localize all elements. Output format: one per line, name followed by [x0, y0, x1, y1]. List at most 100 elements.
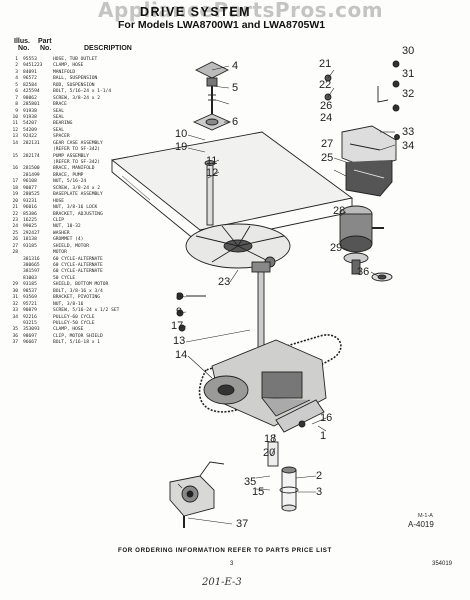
part-description: CLAMP, HOSE — [53, 327, 84, 333]
illus-number: 21 — [12, 205, 18, 211]
column-header-part-no: No. — [40, 45, 52, 52]
part-number: 85386 — [23, 211, 37, 217]
illus-number: 29 — [12, 282, 18, 288]
callout-28: 28 — [333, 205, 346, 217]
callout-35: 35 — [244, 476, 257, 488]
callout-10: 10 — [175, 128, 188, 140]
callout-34: 34 — [402, 140, 415, 152]
illus-number: 33 — [12, 308, 18, 314]
part-description: NUT, 5/16-24 — [53, 179, 87, 185]
callout-3: 3 — [316, 486, 323, 498]
callout-14: 14 — [175, 349, 188, 361]
part-number: 91938 — [23, 114, 37, 120]
illus-number: 20 — [12, 198, 18, 204]
part-number: 425594 — [23, 89, 40, 95]
part-description: 60 CYCLE-ALTERNATE — [53, 269, 103, 275]
illus-number: 14 — [12, 140, 18, 146]
part-description: WASHER — [53, 230, 70, 236]
part-description: SEAL — [53, 114, 65, 120]
part-number: 84091 — [23, 69, 37, 75]
parts-list-row: (REFER TO SF-342) — [8, 160, 150, 166]
callout-5: 5 — [232, 82, 239, 94]
part-description: BRACE — [53, 102, 67, 108]
illus-number: 11 — [12, 121, 18, 127]
part-description: PULLEY-60 CYCLE — [53, 314, 95, 320]
figure-small-ref: M-1-A — [418, 513, 433, 519]
illus-number: 9 — [15, 108, 18, 114]
part-number: 381316 — [23, 256, 40, 262]
part-description: (REFER TO SF-342) — [53, 147, 101, 153]
parts-list-row: 22 85386 BRACKET, ADJUSTING — [8, 212, 150, 218]
part-number: 16225 — [23, 217, 37, 223]
illus-number: 22 — [12, 211, 18, 217]
part-description: SEAL — [53, 127, 65, 133]
part-description: SEAL — [53, 108, 65, 114]
part-description: HOSE — [53, 198, 65, 204]
part-number: 93569 — [23, 295, 37, 301]
illus-number: 6 — [15, 89, 18, 95]
illus-number: 12 — [12, 127, 18, 133]
part-number: 99025 — [23, 224, 37, 230]
illus-number: 31 — [12, 295, 18, 301]
part-description: GEAR CASE ASSEMBLY — [53, 140, 103, 146]
callout-29: 29 — [330, 242, 343, 254]
part-number: 95721 — [23, 301, 37, 307]
part-number: 353093 — [23, 327, 40, 333]
part-number: 93215 — [23, 320, 37, 326]
part-description: BOLT, 5/16-18 x 1 — [53, 340, 101, 346]
callout-4: 4 — [232, 60, 239, 72]
part-number: 54209 — [23, 127, 37, 133]
part-number: 381597 — [23, 269, 40, 275]
part-description: CLIP — [53, 217, 65, 223]
part-description: BRACE, PUMP — [53, 172, 84, 178]
callout-16: 16 — [320, 412, 333, 424]
callout-25: 25 — [321, 152, 334, 164]
part-number: 96572 — [23, 76, 37, 82]
document-number: 354019 — [432, 561, 453, 567]
illus-number: 24 — [12, 224, 18, 230]
illus-number: 25 — [12, 230, 18, 236]
illus-number: 15 — [12, 153, 18, 159]
part-description: PUMP ASSEMBLY — [53, 153, 89, 159]
illus-number: 36 — [12, 333, 18, 339]
callout-17: 17 — [171, 320, 184, 332]
page-title: DRIVE SYSTEM — [140, 5, 252, 19]
part-number: 92422 — [23, 134, 37, 140]
part-description: SCREW, 3/8-24 x 2 — [53, 95, 101, 101]
illus-number: 13 — [12, 134, 18, 140]
part-description: NUT, 3/8-16 LOCK — [53, 205, 98, 211]
illus-number: 10 — [12, 114, 18, 120]
callout-15: 15 — [252, 486, 265, 498]
callout-36: 36 — [357, 266, 370, 278]
part-description: BALL, SUSPENSION — [53, 76, 98, 82]
illus-number: 34 — [12, 314, 18, 320]
part-number: 90879 — [23, 308, 37, 314]
callout-31: 31 — [402, 68, 415, 80]
illus-number: 28 — [12, 250, 18, 256]
part-description: SHIELD, BOTTOM MOTOR — [53, 282, 109, 288]
part-description: BRACKET, ADJUSTING — [53, 211, 103, 217]
